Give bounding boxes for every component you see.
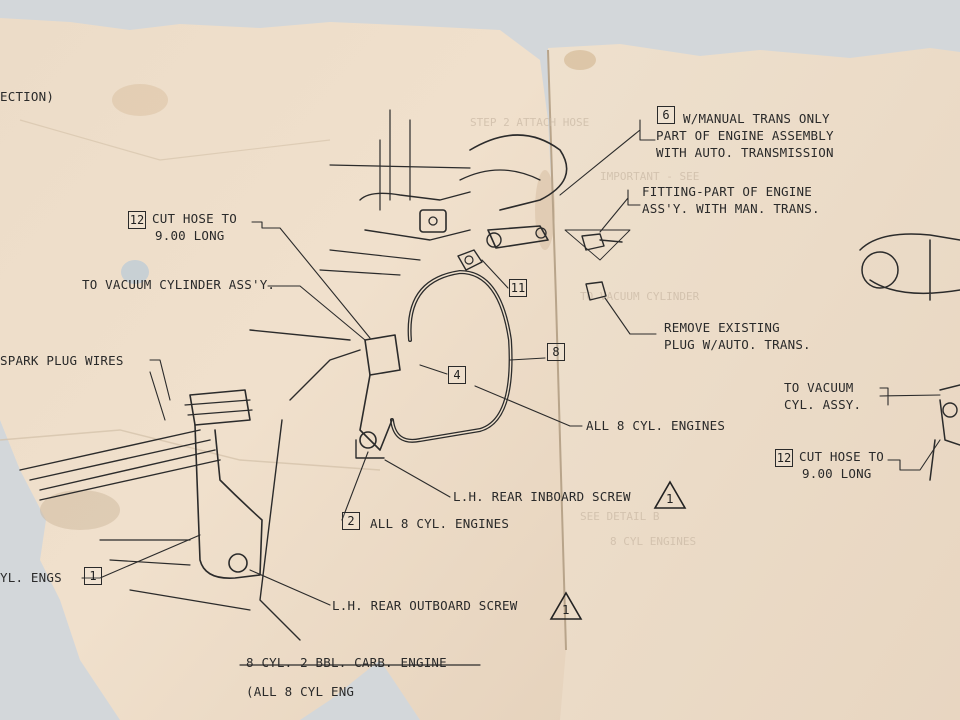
ref-box-2: 2 xyxy=(342,512,360,530)
svg-text:IMPORTANT - SEE: IMPORTANT - SEE xyxy=(600,170,699,183)
inboard-screw-label: L.H. REAR INBOARD SCREW xyxy=(453,489,631,504)
cut-hose-left-line1: CUT HOSE TO xyxy=(152,211,237,226)
cut-hose-right-line1: CUT HOSE TO xyxy=(799,449,884,464)
note6-line3: WITH AUTO. TRANSMISSION xyxy=(656,145,834,160)
vacuum-right-line2: CYL. ASSY. xyxy=(784,397,862,412)
note6-line2: PART OF ENGINE ASSEMBLY xyxy=(656,128,834,143)
svg-text:SEE DETAIL B: SEE DETAIL B xyxy=(580,510,660,523)
svg-text:TO VACUUM CYLINDER: TO VACUUM CYLINDER xyxy=(580,290,700,303)
ref-box-6: 6 xyxy=(657,106,675,124)
inboard-triangle-number: 1 xyxy=(666,492,674,506)
section-heading-fragment: ECTION) xyxy=(0,89,55,104)
ref-box-11: 11 xyxy=(509,279,527,297)
ref-box-12-left: 12 xyxy=(128,211,146,229)
note6-line1: W/MANUAL TRANS ONLY xyxy=(683,111,830,126)
spark-plug-wires-label: SPARK PLUG WIRES xyxy=(0,353,124,368)
paper-right-sheet xyxy=(548,44,960,720)
ref-box-12-right: 12 xyxy=(775,449,793,467)
remove-plug-line2: PLUG W/AUTO. TRANS. xyxy=(664,337,811,352)
vacuum-cylinder-label-left: TO VACUUM CYLINDER ASS'Y. xyxy=(82,277,276,292)
fitting-line1: FITTING-PART OF ENGINE xyxy=(642,184,812,199)
engine-fragment-label: YL. ENGS xyxy=(0,570,62,585)
warning-triangle-icon-outboard: 1 xyxy=(549,591,583,621)
remove-plug-line1: REMOVE EXISTING xyxy=(664,320,780,335)
paper-left-sheet xyxy=(0,18,570,720)
warning-triangle-icon-inboard: 1 xyxy=(653,480,687,510)
svg-text:STEP 2 ATTACH HOSE: STEP 2 ATTACH HOSE xyxy=(470,116,589,129)
outboard-triangle-number: 1 xyxy=(562,603,570,617)
vacuum-right-line1: TO VACUUM xyxy=(784,380,854,395)
svg-text:8 CYL ENGINES: 8 CYL ENGINES xyxy=(610,535,696,548)
outboard-screw-label: L.H. REAR OUTBOARD SCREW xyxy=(332,598,518,613)
cut-hose-right-line2: 9.00 LONG xyxy=(802,466,872,481)
caption-line1: 8 CYL. 2 BBL. CARB. ENGINE xyxy=(246,655,447,670)
caption-line2: (ALL 8 CYL ENG xyxy=(246,684,355,699)
all8-bottom-label: ALL 8 CYL. ENGINES xyxy=(370,516,510,531)
all8-right-label: ALL 8 CYL. ENGINES xyxy=(586,418,726,433)
ref-box-1: 1 xyxy=(84,567,102,585)
ref-box-4: 4 xyxy=(448,366,466,384)
cut-hose-left-line2: 9.00 LONG xyxy=(155,228,225,243)
ref-box-8: 8 xyxy=(547,343,565,361)
fitting-line2: ASS'Y. WITH MAN. TRANS. xyxy=(642,201,820,216)
